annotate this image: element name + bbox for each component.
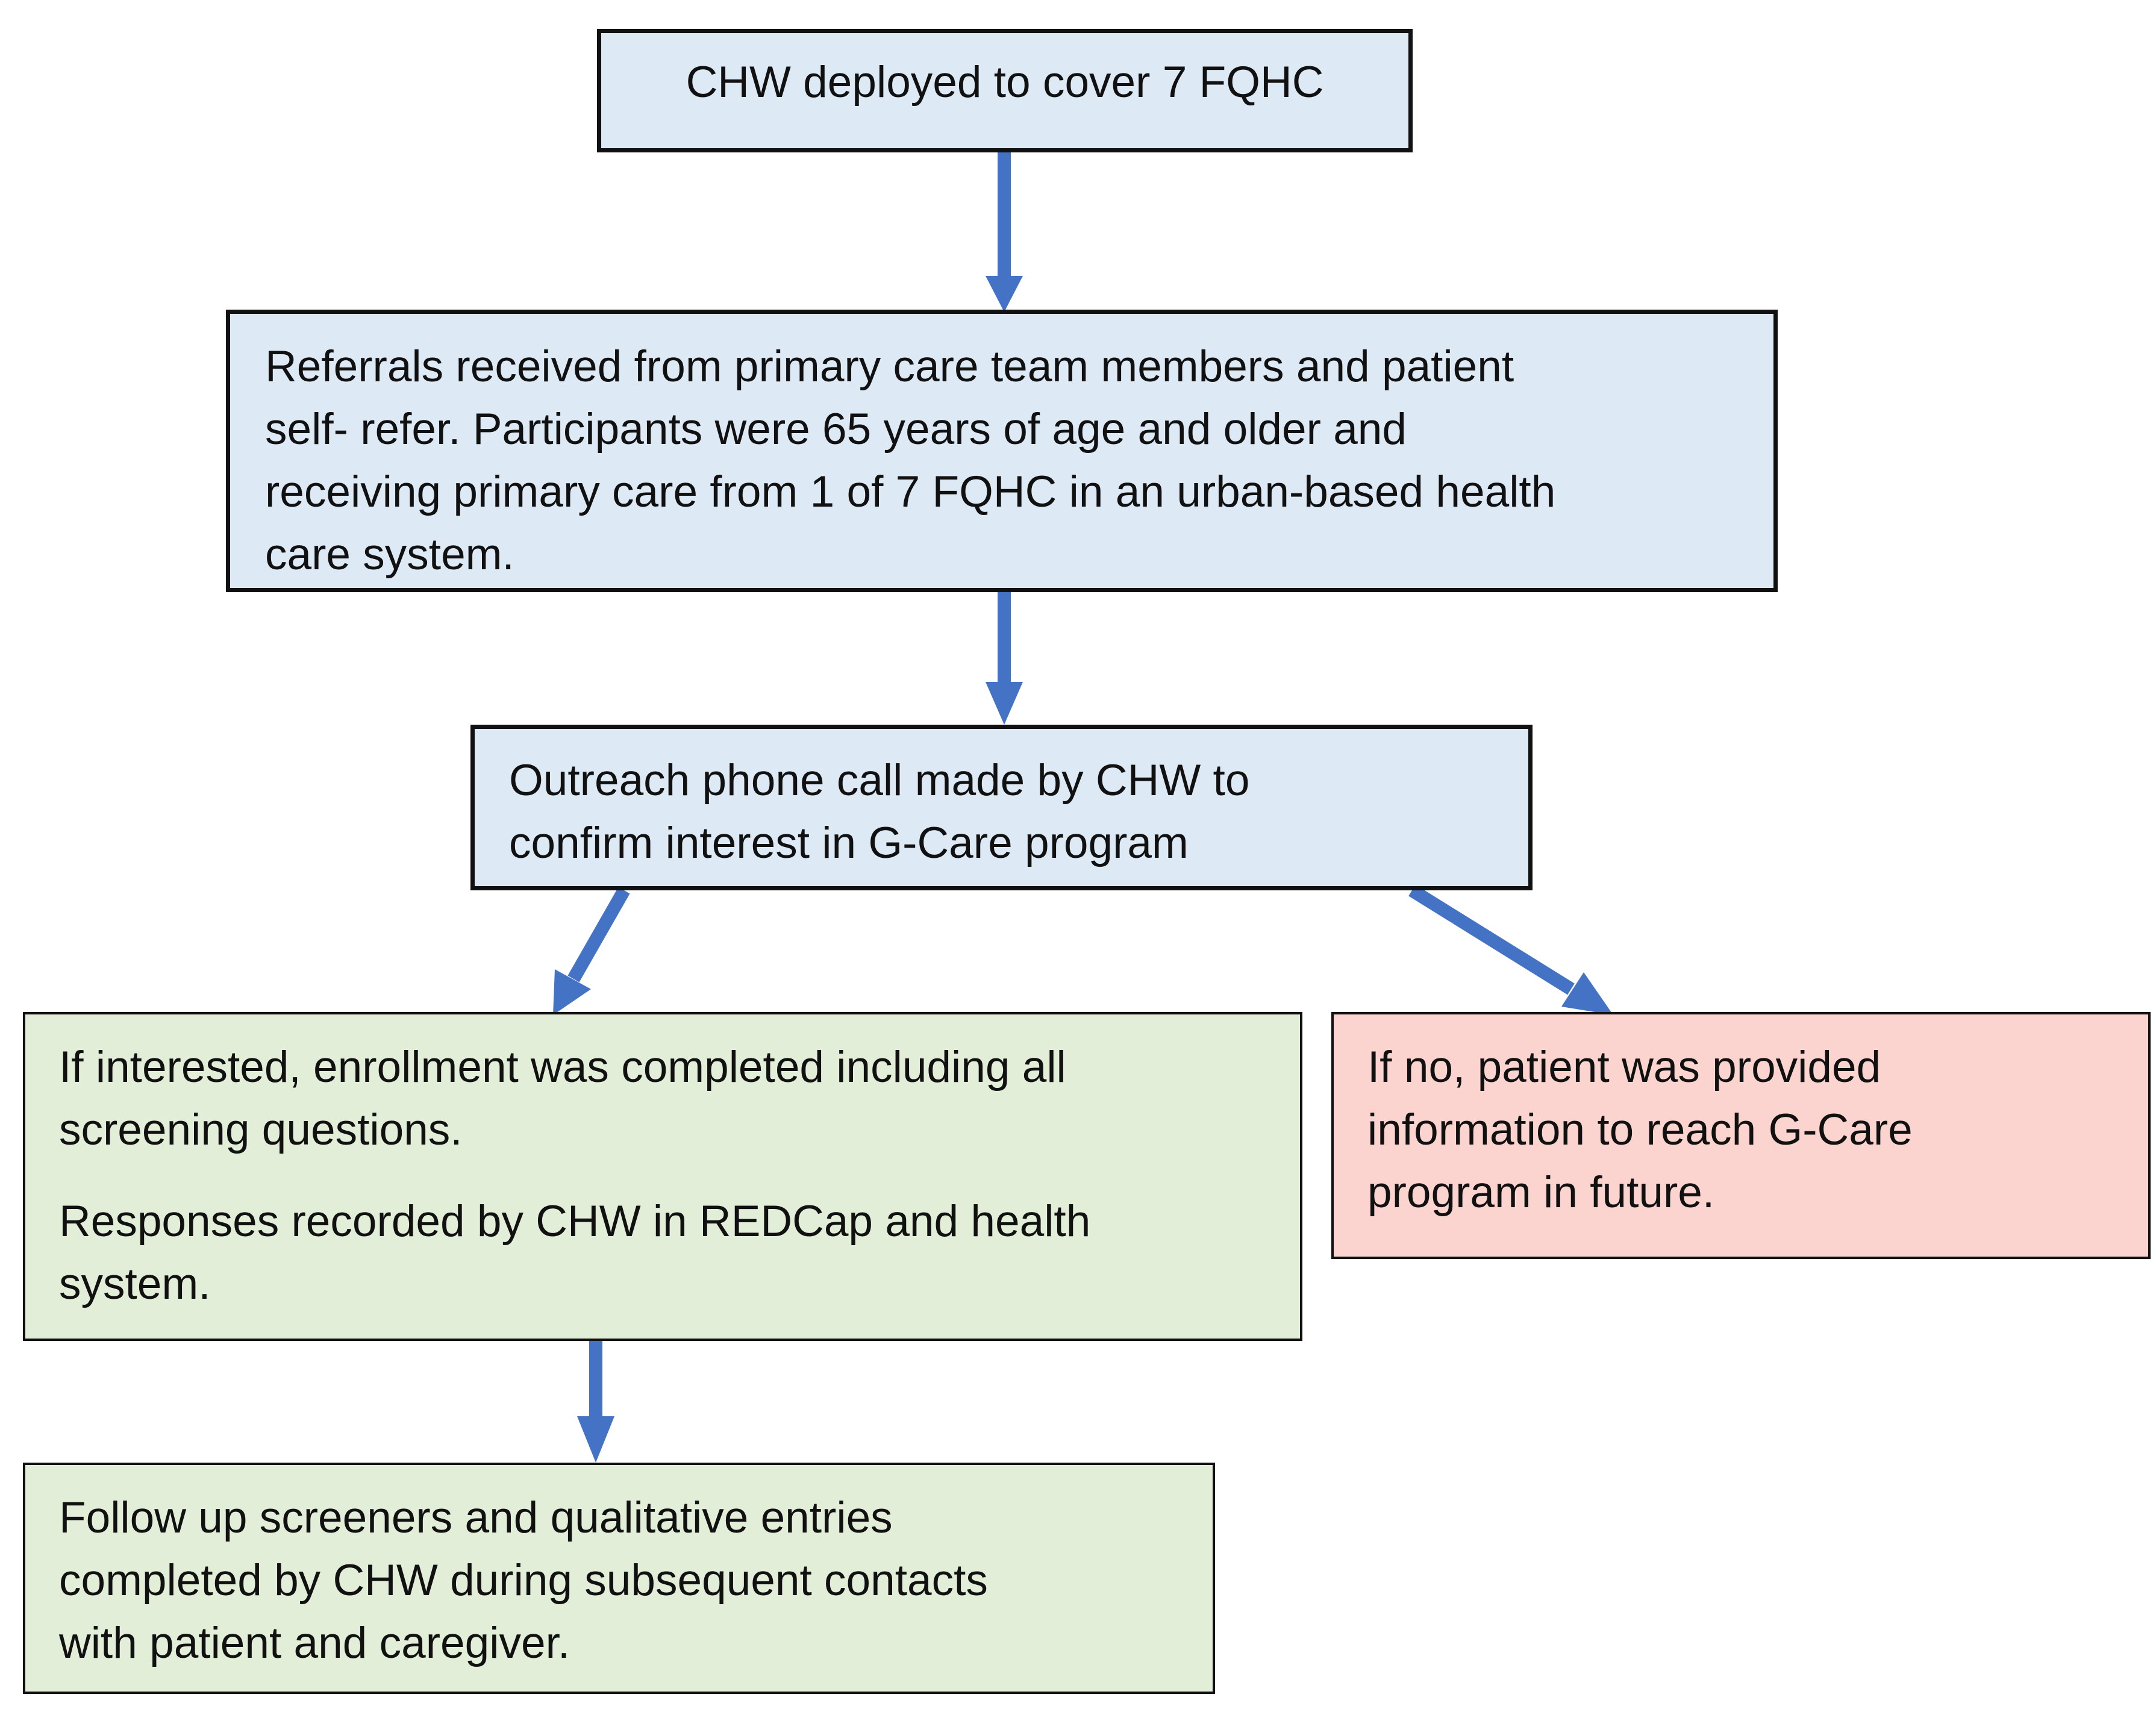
text-line: information to reach G-Care xyxy=(1367,1105,1913,1154)
arrow-3-head xyxy=(553,969,591,1015)
arrow-3-shaft xyxy=(567,887,630,983)
step-outreach-text: Outreach phone call made by CHW to confi… xyxy=(475,729,1528,875)
text-line: program in future. xyxy=(1367,1168,1715,1217)
text-line: If no, patient was provided xyxy=(1367,1043,1881,1092)
branch-interested-box: If interested, enrollment was completed … xyxy=(23,1012,1302,1341)
text-line: completed by CHW during subsequent conta… xyxy=(59,1556,988,1605)
branch-interested-enrollment-text: If interested, enrollment was completed … xyxy=(25,1014,1300,1161)
step-deploy-text: CHW deployed to cover 7 FQHC xyxy=(686,58,1324,107)
step-referrals-text: Referrals received from primary care tea… xyxy=(230,314,1773,586)
text-line: screening questions. xyxy=(59,1105,463,1154)
arrow-5-shaft xyxy=(589,1341,602,1419)
text-line: Responses recorded by CHW in REDCap and … xyxy=(59,1197,1091,1246)
arrow-2-shaft xyxy=(998,592,1011,685)
arrow-4-shaft xyxy=(1408,884,1575,995)
text-line: system. xyxy=(59,1260,211,1308)
text-line: If interested, enrollment was completed … xyxy=(59,1043,1066,1092)
text-line: Follow up screeners and qualitative entr… xyxy=(59,1493,893,1542)
branch-not-interested-box: If no, patient was provided information … xyxy=(1331,1012,2151,1259)
arrow-5-head xyxy=(577,1416,614,1463)
branch-not-interested-text: If no, patient was provided information … xyxy=(1334,1014,2148,1224)
branch-interested-responses-text: Responses recorded by CHW in REDCap and … xyxy=(25,1161,1300,1316)
text-line: with patient and caregiver. xyxy=(59,1619,570,1667)
arrow-4-head xyxy=(1561,972,1613,1015)
arrow-1-shaft xyxy=(998,152,1011,279)
text-line: self- refer. Participants were 65 years … xyxy=(265,405,1407,454)
step-referrals-box: Referrals received from primary care tea… xyxy=(226,310,1778,592)
arrow-1-head xyxy=(986,276,1023,312)
step-outreach-box: Outreach phone call made by CHW to confi… xyxy=(470,725,1533,890)
text-line: Referrals received from primary care tea… xyxy=(265,342,1514,391)
text-line: receiving primary care from 1 of 7 FQHC … xyxy=(265,467,1556,516)
text-line: care system. xyxy=(265,530,514,579)
arrow-2-head xyxy=(986,682,1023,725)
text-line: confirm interest in G-Care program xyxy=(509,819,1189,867)
step-deploy-box: CHW deployed to cover 7 FQHC xyxy=(597,29,1413,152)
text-line: Outreach phone call made by CHW to xyxy=(509,756,1250,805)
step-follow-up-text: Follow up screeners and qualitative entr… xyxy=(25,1465,1213,1675)
step-follow-up-box: Follow up screeners and qualitative entr… xyxy=(23,1463,1215,1694)
